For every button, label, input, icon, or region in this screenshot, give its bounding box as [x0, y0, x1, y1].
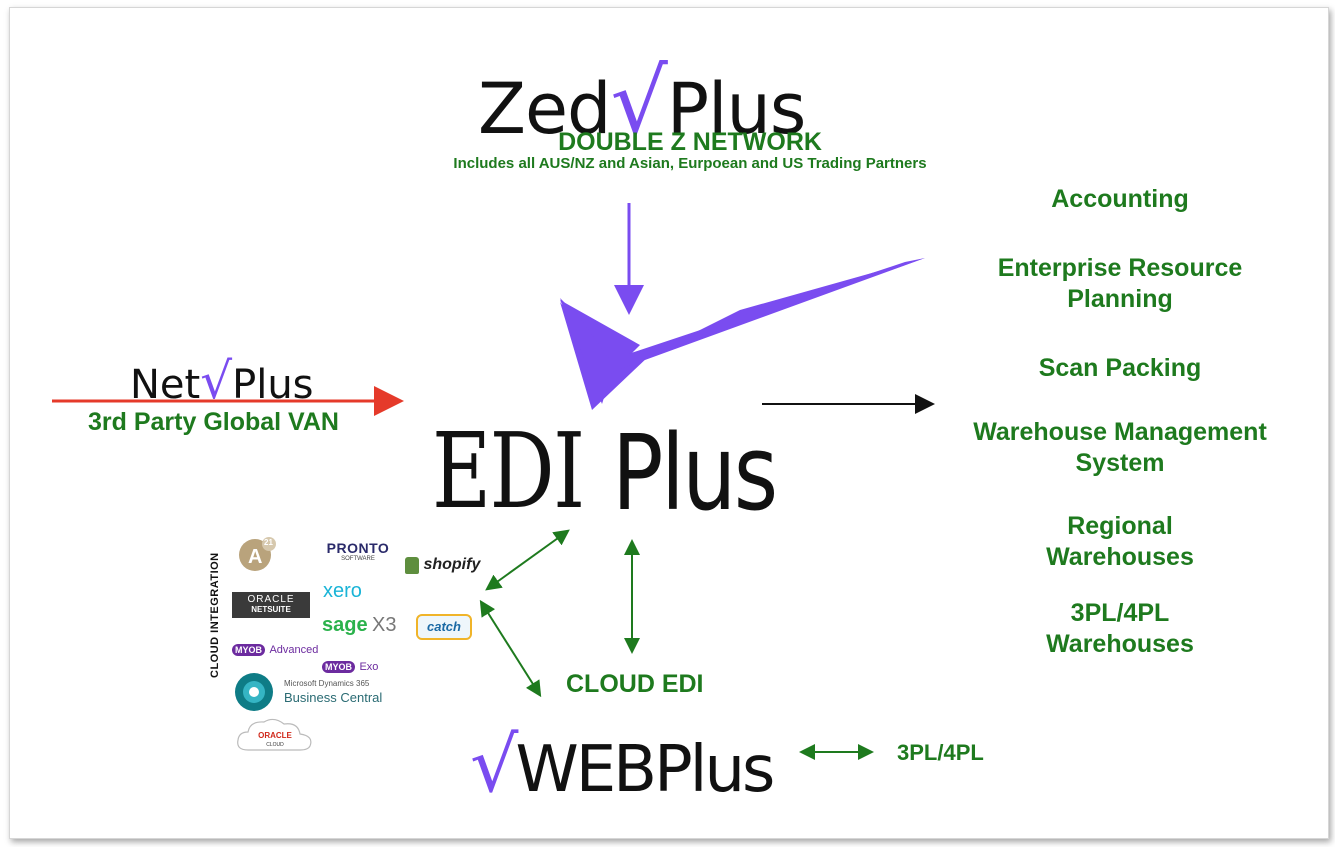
myob-exo-badge: MYOB [322, 661, 355, 673]
oracle-cloud-logo: ORACLE CLOUD [234, 716, 316, 754]
service-label: Warehouse Management [973, 418, 1267, 446]
service-label: Scan Packing [1038, 354, 1202, 382]
service-scan-packing: Scan Packing [940, 353, 1300, 384]
a21-logo: A 21 [238, 536, 278, 572]
cloud-integration-label: CLOUD INTEGRATION [209, 552, 221, 678]
service-label-line2: System [1075, 449, 1165, 477]
svg-text:A: A [248, 546, 262, 568]
webplus-logo: √WEBPlus [470, 720, 775, 809]
myob-exo-text: Exo [359, 661, 379, 673]
oracle-netsuite-line2: NETSUITE [251, 605, 291, 614]
pronto-logo: PRONTO SOFTWARE [322, 540, 394, 562]
service-label-line2: Warehouses [1046, 543, 1194, 571]
myob-advanced-logo: MYOB Advanced [232, 640, 318, 658]
pronto-name: PRONTO [326, 540, 390, 556]
zedplus-logo-prefix: Zed [478, 68, 611, 150]
myob-advanced-text: Advanced [269, 644, 319, 656]
service-accounting: Accounting [940, 184, 1300, 215]
webplus-cloud-arrow [479, 599, 542, 698]
myob-exo-logo: MYOB Exo [322, 657, 378, 675]
service-label: 3PL/4PL [1070, 599, 1170, 627]
zedplus-logo-suffix: Plus [666, 68, 806, 150]
shopify-logo: shopify [405, 556, 480, 578]
zedplus-tick-icon: √ [610, 50, 667, 155]
ms-dynamics-line1: Microsoft Dynamics 365 [284, 679, 370, 688]
ediplus-checkmark [560, 258, 925, 410]
oracle-netsuite-line1: ORACLE [247, 594, 295, 605]
ediplus-logo-edi: EDI [432, 410, 585, 532]
pronto-sub: SOFTWARE [341, 556, 375, 562]
oracle-cloud-line1: ORACLE [258, 731, 292, 740]
service-label: Enterprise Resource [997, 254, 1243, 282]
myob-advanced-badge: MYOB [232, 644, 265, 656]
checkmark-body [560, 258, 925, 404]
zedplus-logo: Zed√Plus [478, 50, 806, 155]
service-label: Regional [1067, 512, 1173, 540]
service-label-line2: Planning [1067, 285, 1173, 313]
webplus-logo-text: WEBPlus [515, 733, 775, 807]
a21-number: 21 [264, 538, 273, 547]
sage-name: sage [322, 614, 368, 636]
netplus-logo: Net√Plus [130, 352, 314, 410]
cloud-integration-arrow [485, 529, 570, 591]
zedplus-network: DOUBLE Z NETWORK [558, 128, 822, 156]
cloud-edi-label: CLOUD EDI [566, 670, 704, 698]
service-label-line2: Warehouses [1046, 630, 1194, 658]
ediplus-logo-plus: Plus [612, 412, 778, 534]
cloud-icon [237, 718, 312, 751]
ms-dynamics-logo: Microsoft Dynamics 365 Business Central [234, 672, 382, 712]
netplus-logo-suffix: Plus [232, 362, 314, 408]
service-3pl-warehouses: 3PL/4PL Warehouses [940, 598, 1300, 660]
webplus-partner-label: 3PL/4PL [897, 740, 984, 765]
oracle-cloud-line2: CLOUD [266, 742, 284, 748]
webplus-tick-icon: √ [470, 720, 518, 809]
a21-icon: A [239, 537, 276, 571]
netplus-logo-prefix: Net [130, 362, 201, 408]
netplus-label: 3rd Party Global VAN [88, 408, 339, 436]
catch-name: catch [427, 619, 461, 634]
shopify-bag-icon [405, 556, 419, 574]
diagram-frame [9, 7, 1329, 839]
service-label: Accounting [1051, 185, 1189, 213]
zedplus-subtitle: Includes all AUS/NZ and Asian, Eurpoean … [453, 155, 927, 172]
sage-x3-logo: sage X3 [322, 614, 397, 637]
oracle-netsuite-logo: ORACLE NETSUITE [232, 592, 310, 618]
catch-logo: catch [416, 614, 472, 640]
sage-x3: X3 [372, 614, 397, 636]
netplus-tick-icon: √ [200, 352, 233, 410]
xero-logo: xero [323, 580, 362, 602]
ms-dynamics-icon [235, 673, 273, 711]
shopify-name: shopify [423, 556, 481, 573]
ms-dynamics-line2: Business Central [284, 690, 383, 705]
